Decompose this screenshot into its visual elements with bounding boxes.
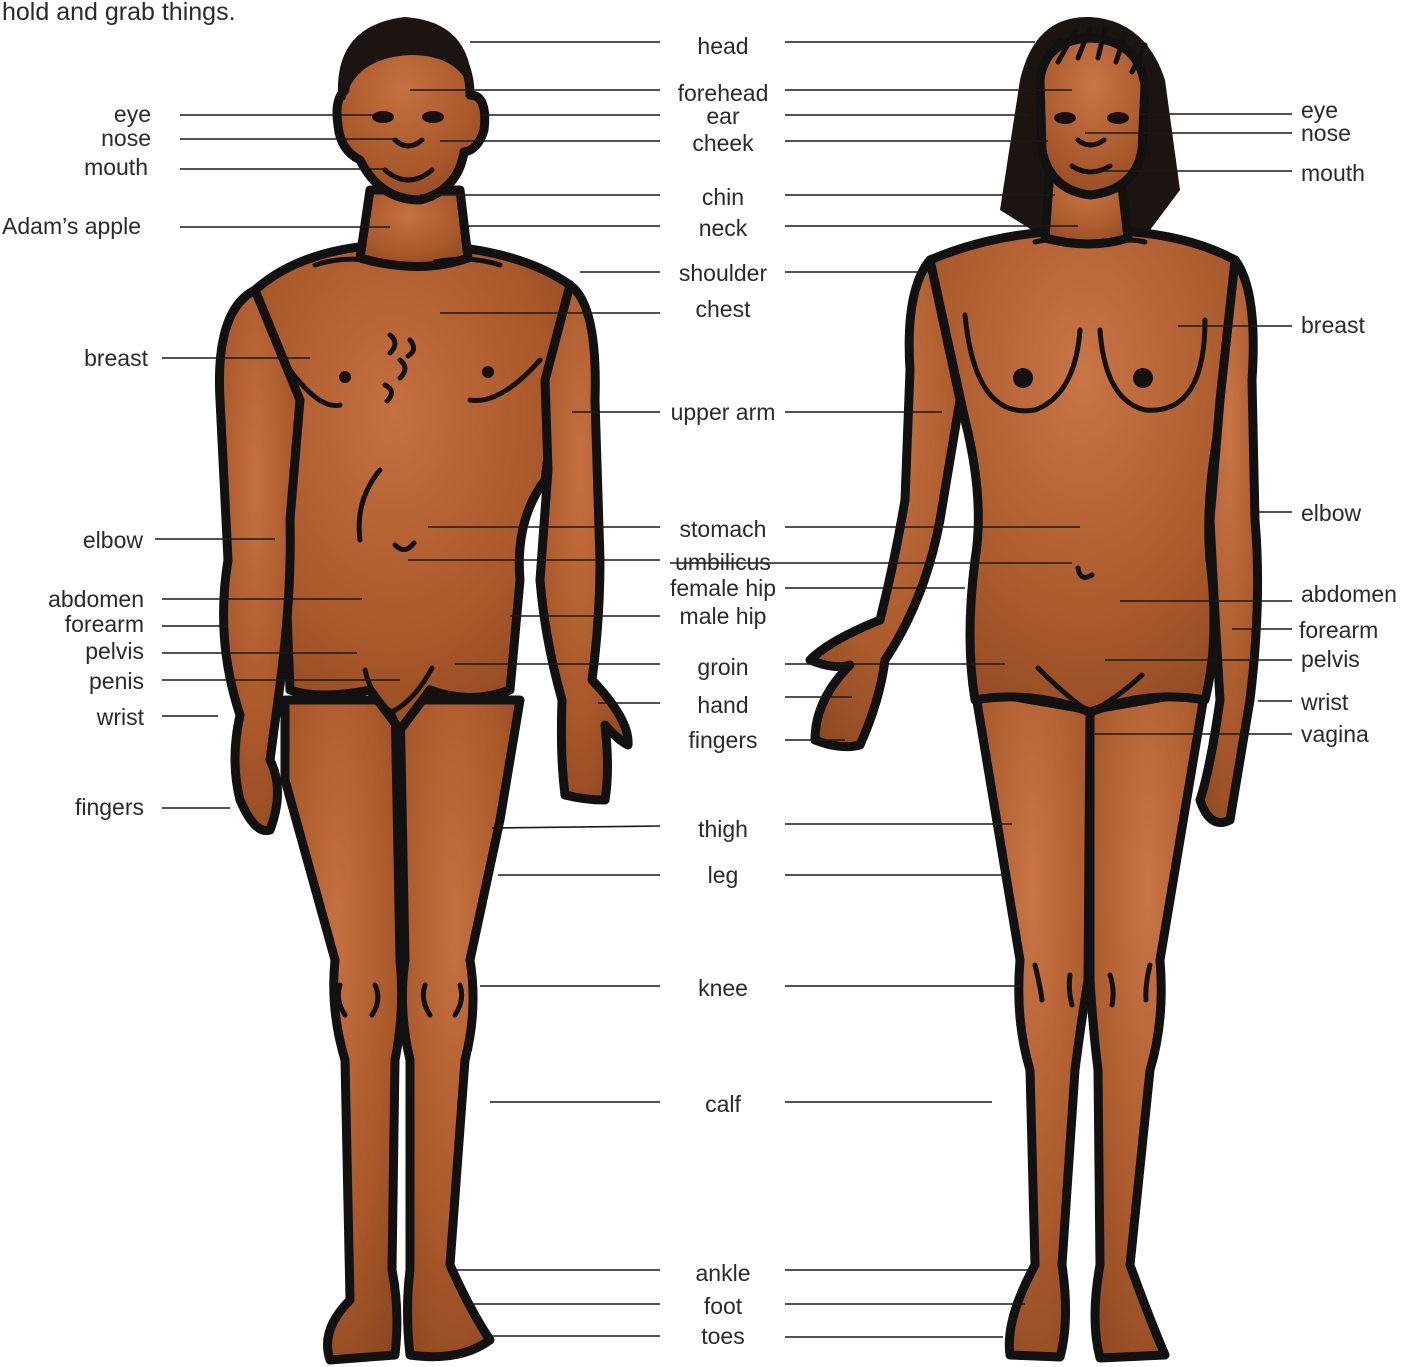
label-male-wrist: wrist [96,704,145,730]
label-female-wrist: wrist [1300,689,1349,715]
label-thigh: thigh [698,816,748,842]
label-upper-arm: upper arm [671,399,776,425]
label-hand: hand [697,692,748,718]
male-eye-right [422,111,444,123]
male-left-leg [285,700,402,1360]
label-female-pelvis: pelvis [1301,646,1360,672]
label-male-eye: eye [114,101,151,127]
male-labels: eye nose mouth Adam’s apple breast elbow… [2,101,151,820]
label-chin: chin [702,184,744,210]
label-ear: ear [706,103,740,129]
female-right-leg [1090,690,1205,1358]
label-male-abdomen: abdomen [48,586,144,612]
caption-fragment: hold and grab things. [2,0,236,26]
label-calf: calf [705,1091,741,1117]
male-eye-left [372,111,394,123]
label-male-penis: penis [89,668,144,694]
label-fingers-center: fingers [688,727,757,753]
label-ankle: ankle [696,1260,751,1286]
male-nipple-left [339,371,351,383]
label-male-breast: breast [84,345,149,371]
female-left-arm [810,260,960,747]
label-female-nose: nose [1301,120,1351,146]
label-male-hip: male hip [680,603,767,629]
female-eye-right [1107,112,1129,124]
label-groin: groin [697,654,748,680]
female-eye-left [1054,112,1076,124]
label-male-nose: nose [101,125,151,151]
label-leg: leg [708,862,739,888]
label-female-elbow: elbow [1301,500,1361,526]
label-knee: knee [698,975,748,1001]
male-right-arm [540,285,628,800]
label-chest: chest [696,296,752,322]
female-torso [930,230,1235,712]
label-female-hip: female hip [670,575,776,601]
label-female-forearm: forearm [1299,617,1378,643]
label-head: head [697,33,748,59]
label-male-forearm: forearm [65,611,144,637]
label-female-abdomen: abdomen [1301,581,1397,607]
label-neck: neck [699,215,748,241]
label-shoulder: shoulder [679,260,768,286]
female-nipple-right [1133,368,1153,388]
label-male-fingers: fingers [75,794,144,820]
male-nipple-right [482,366,494,378]
female-nipple-left [1013,368,1033,388]
label-female-vagina: vagina [1301,721,1369,747]
female-left-leg [975,690,1090,1357]
label-male-adams-apple: Adam’s apple [2,213,141,239]
female-labels: eye nose mouth breast elbow abdomen fore… [1299,97,1397,747]
label-male-pelvis: pelvis [85,638,144,664]
label-male-elbow: elbow [83,527,143,553]
label-female-mouth: mouth [1301,160,1365,186]
label-female-breast: breast [1301,312,1366,338]
center-labels: head forehead ear cheek chin neck should… [670,33,776,1349]
label-male-mouth: mouth [84,154,148,180]
male-figure [219,17,628,1360]
label-foot: foot [704,1293,743,1319]
label-cheek: cheek [692,130,754,156]
female-figure [810,17,1258,1358]
label-umbilicus: umbilicus [675,549,771,575]
label-toes: toes [701,1323,744,1349]
male-torso [250,245,570,730]
male-right-leg [400,700,520,1357]
label-stomach: stomach [680,516,767,542]
